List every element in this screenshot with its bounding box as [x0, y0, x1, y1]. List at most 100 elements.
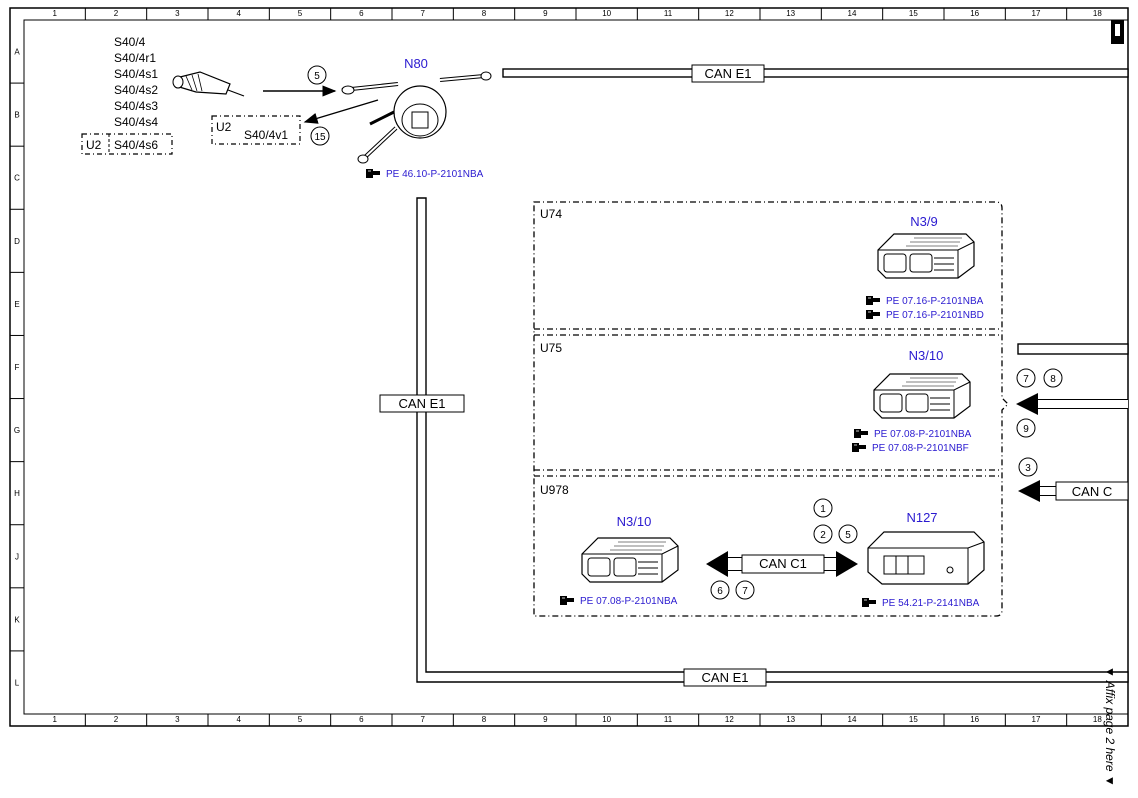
engine-ecu-group [533, 201, 1009, 617]
grid-column-label: 6 [359, 9, 364, 18]
can-c-label: CAN C [1072, 484, 1112, 499]
u2-box-s40-4v1: U2 S40/4v1 [211, 115, 301, 145]
u2-tag: U2 [86, 138, 102, 152]
svg-text:9: 9 [1023, 424, 1029, 435]
reference-book-icon [365, 168, 381, 179]
can-c1-bus: CAN C1 [706, 551, 858, 577]
grid-row-label: D [14, 237, 20, 246]
grid-column-label: 15 [909, 715, 918, 724]
incoming-bus-arrow [1016, 393, 1128, 415]
signal-arrow [303, 99, 379, 124]
grid-column-label: 5 [298, 715, 303, 724]
grid-row-label: F [15, 363, 20, 372]
grid-row-label: L [15, 678, 20, 687]
grid-column-label: 9 [543, 715, 548, 724]
grid-column-label: 15 [909, 9, 918, 18]
n3-9-ecu-icon [877, 233, 975, 279]
grid-column-label: 3 [175, 9, 180, 18]
svg-text:1: 1 [820, 504, 826, 515]
switch-label: S40/4r1 [114, 51, 156, 65]
can-e1-bus-vertical: CAN E1 CAN E1 [379, 197, 1129, 687]
grid-column-label: 9 [543, 9, 548, 18]
n3-10-ecu-icon [581, 537, 679, 583]
svg-text:PE 07.16-P-2101NBD[interactable]: PE 07.16-P-2101NBD [886, 310, 984, 321]
grid-column-label: 8 [482, 9, 487, 18]
affix-note: ▼ Affix page 2 here ▼ [1103, 666, 1117, 787]
circled-number: 9 [1016, 418, 1036, 438]
reference-book-icon [865, 295, 881, 306]
grid-column-label: 11 [664, 715, 673, 724]
svg-text:2: 2 [820, 530, 826, 541]
grid-column-label: 11 [664, 9, 673, 18]
circled-number: 2 [813, 524, 833, 544]
n3-10-label: N3/10 [909, 348, 944, 363]
svg-text:7: 7 [1023, 374, 1029, 385]
grid-column-label: 18 [1093, 9, 1102, 18]
grid-column-label: 7 [420, 715, 425, 724]
grid-column-label: 5 [298, 9, 303, 18]
u74-reference[interactable]: PE 07.16-P-2101NBA [865, 295, 984, 307]
reference-book-icon [865, 309, 881, 320]
grid-column-label: 13 [786, 715, 795, 724]
circled-number: 6 [710, 580, 730, 600]
svg-text:PE 54.21-P-2141NBA[interactable]: PE 54.21-P-2141NBA [882, 598, 980, 609]
grid-column-label: 4 [236, 9, 241, 18]
switch-label: S40/4s4 [114, 115, 158, 129]
u978-left-reference[interactable]: PE 07.08-P-2101NBA [559, 595, 678, 607]
grid-column-label: 1 [52, 9, 57, 18]
grid-row-label: K [14, 615, 20, 624]
u74-reference[interactable]: PE 07.16-P-2101NBD [865, 309, 984, 321]
u2-tag: U2 [216, 120, 232, 134]
n127-module-icon [867, 531, 985, 585]
grid-column-label: 17 [1032, 715, 1041, 724]
u2-box-s40-4s6: U2 S40/4s6 [81, 133, 173, 155]
svg-text:PE 07.08-P-2101NBA[interactable]: PE 07.08-P-2101NBA [874, 429, 972, 440]
can-c-bus: CAN C [1018, 480, 1129, 502]
grid-column-label: 2 [114, 715, 119, 724]
svg-text:15: 15 [314, 132, 326, 143]
grid-row-label: B [14, 111, 19, 120]
u75-tag: U75 [540, 341, 562, 355]
grid-row-label: A [14, 48, 20, 57]
grid-column-label: 14 [848, 715, 857, 724]
u74-tag: U74 [540, 207, 562, 221]
svg-text:5: 5 [845, 530, 851, 541]
switch-label-list: S40/4 S40/4r1 S40/4s1 S40/4s2 S40/4s3 S4… [114, 35, 158, 129]
grid-row-label: J [15, 552, 19, 561]
u75-reference[interactable]: PE 07.08-P-2101NBA [853, 428, 972, 440]
circled-number: 7 [1016, 368, 1036, 388]
n80-reference[interactable]: PE 46.10-P-2101NBA [365, 168, 484, 180]
svg-text:PE 07.08-P-2101NBF[interactable]: PE 07.08-P-2101NBF [872, 443, 969, 454]
svg-text:7: 7 [742, 586, 748, 597]
grid-column-label: 12 [725, 9, 734, 18]
grid-column-label: 12 [725, 715, 734, 724]
u2-label: S40/4v1 [244, 128, 288, 142]
n80-label: N80 [404, 56, 428, 71]
reference-book-icon [853, 428, 869, 439]
grid-column-label: 18 [1093, 715, 1102, 724]
grid-column-label: 13 [786, 9, 795, 18]
u978-right-reference[interactable]: PE 54.21-P-2141NBA [861, 597, 980, 609]
grid-column-label: 16 [970, 715, 979, 724]
can-e1-label: CAN E1 [399, 396, 446, 411]
grid-row-label: G [14, 426, 20, 435]
reference-book-icon [559, 595, 575, 606]
u75-reference[interactable]: PE 07.08-P-2101NBF [851, 442, 969, 454]
reference-book-icon [851, 442, 867, 453]
grid-row-label: C [14, 174, 20, 183]
circled-number: 3 [1018, 457, 1038, 477]
svg-text:3: 3 [1025, 463, 1031, 474]
svg-text:PE 07.16-P-2101NBA[interactable]: PE 07.16-P-2101NBA [886, 296, 984, 307]
circled-number: 5 [838, 524, 858, 544]
n80-module-icon [341, 71, 492, 164]
grid-column-label: 17 [1032, 9, 1041, 18]
svg-text:PE 46.10-P-2101NBA[interactable]: PE 46.10-P-2101NBA [386, 169, 484, 180]
circled-number: 15 [310, 126, 330, 146]
svg-text:PE 07.08-P-2101NBA[interactable]: PE 07.08-P-2101NBA [580, 596, 678, 607]
switch-label: S40/4s2 [114, 83, 158, 97]
grid-row-label: H [14, 489, 20, 498]
n3-10-ecu-icon [873, 373, 971, 419]
n3-10-label: N3/10 [617, 514, 652, 529]
